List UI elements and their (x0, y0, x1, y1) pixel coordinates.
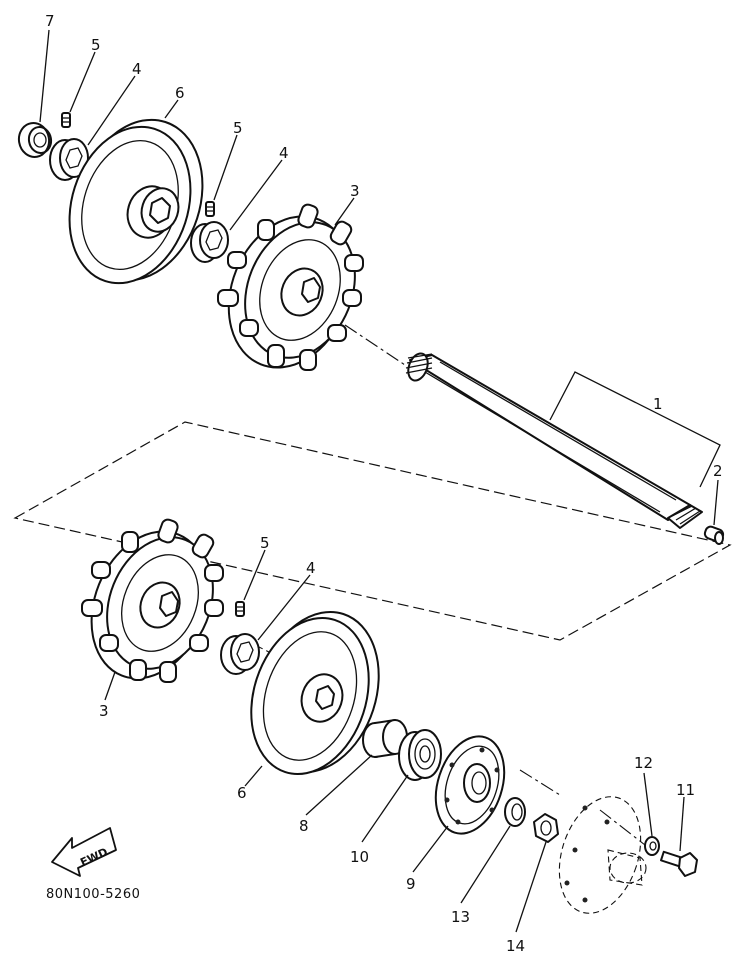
callout-3: 3 (350, 182, 360, 200)
part-5-set-screw-a (61, 112, 71, 128)
part-7-collar (17, 122, 53, 158)
callout-5: 5 (260, 534, 270, 552)
housing-reference (558, 796, 647, 914)
callout-5: 5 (91, 36, 101, 54)
drawing-part-number: 80N100-5260 (46, 887, 140, 902)
part-5-set-screw-c (235, 601, 245, 617)
callout-2: 2 (713, 462, 723, 480)
part-6-idler-wheel-a (68, 118, 204, 285)
callout-labels: 7 5 4 6 5 4 3 1 2 3 5 4 6 8 10 9 13 14 1… (45, 12, 723, 955)
leader-part-1 (549, 371, 721, 488)
part-6-idler-wheel-b (250, 610, 380, 776)
part-2-end-pin (703, 525, 725, 545)
part-13-washer (504, 797, 526, 827)
part-10-bearing (398, 729, 442, 781)
callout-11: 11 (676, 781, 695, 799)
callout-7: 7 (45, 12, 55, 30)
callout-4: 4 (306, 559, 316, 577)
leader-lines (39, 29, 719, 933)
callout-14: 14 (506, 937, 525, 955)
callout-4: 4 (279, 144, 289, 162)
housing-bolt-holes (564, 805, 610, 903)
part-3-drive-sprocket-b (81, 518, 224, 683)
callout-6: 6 (175, 84, 185, 102)
part-5-set-screw-b (205, 201, 215, 217)
part-1-drive-shaft (405, 352, 703, 529)
callout-12: 12 (634, 754, 653, 772)
callout-10: 10 (350, 848, 369, 866)
part-9-flange-plate (434, 735, 506, 835)
callout-8: 8 (299, 817, 309, 835)
callout-9: 9 (406, 875, 416, 893)
fwd-arrow-icon: FWD (51, 827, 117, 877)
callout-5: 5 (233, 119, 243, 137)
callout-1: 1 (653, 395, 663, 413)
callout-13: 13 (451, 908, 470, 926)
part-12-lock-washer (644, 836, 660, 856)
part-4-hex-collar-a (49, 138, 89, 181)
part-11-bolt (659, 850, 698, 877)
part-4-hex-collar-c (220, 633, 260, 675)
callout-6: 6 (237, 784, 247, 802)
part-4-hex-collar-b (190, 221, 229, 263)
part-14-nut (533, 813, 559, 843)
callout-3: 3 (99, 702, 109, 720)
part-3-drive-sprocket-a (217, 203, 364, 371)
callout-4: 4 (132, 60, 142, 78)
group-boundary (13, 421, 732, 641)
